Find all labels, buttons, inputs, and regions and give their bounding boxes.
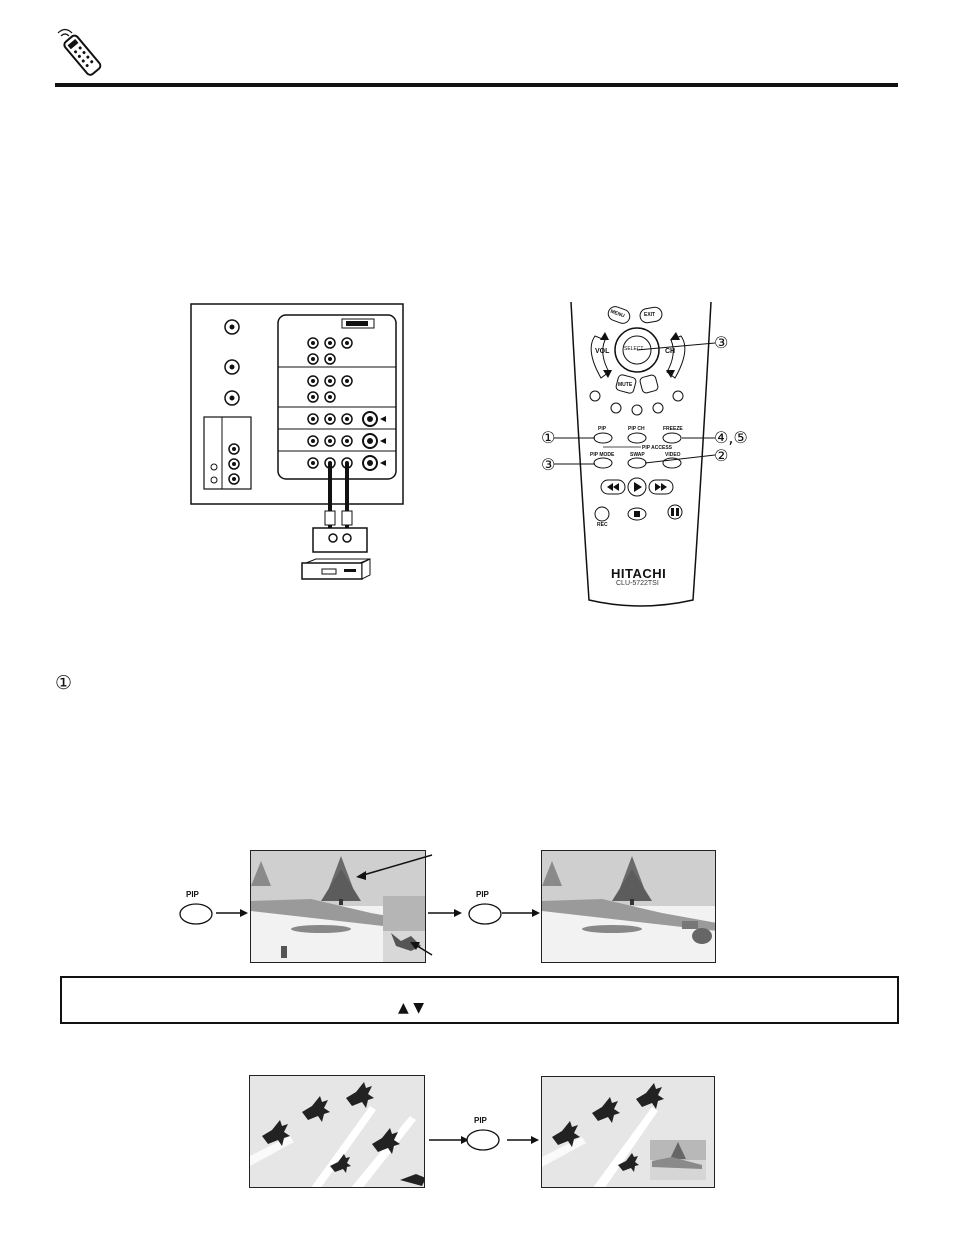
pip-diagram-arrows [216,854,540,956]
tv-screen-jets-no-pip [249,1075,425,1188]
mute-label: MUTE [618,382,633,388]
pip-label: PIP [598,426,607,432]
hitachi-logo: HITACHI [611,566,667,581]
pip-button-1: PIP [178,890,214,930]
pip-button-1-label: PIP [186,890,199,899]
pip-ch-label: PIP CH [628,426,645,432]
pip-diagram-arrows-2 [429,1136,539,1144]
callout-3-select: ③ [714,333,729,352]
pip-button-3-label: PIP [474,1116,487,1125]
callout-3-pip-mode: ③ [541,455,556,474]
callout-2-swap: ② [714,446,729,465]
pip-button-2: PIP [467,890,503,930]
note-box: ▲ ▼ [60,976,899,1024]
tv-screen-snow-with-pip [250,850,426,963]
rec-label: REC [597,522,608,528]
ch-label: CH [665,348,676,355]
pip-button-3: PIP [465,1116,501,1156]
up-down-arrow-icons: ▲ ▼ [398,1000,424,1016]
tv-screen-snow-no-pip [541,850,716,963]
callout-1-pip: ① [541,428,556,447]
model-number: CLU-5722TSI [616,580,659,587]
callout-4-5-freeze: ④,⑤ [714,428,748,447]
pip-mode-label: PIP MODE [590,452,615,458]
pip-access-label: PIP ACCESS [641,445,674,451]
freeze-label: FREEZE [663,426,683,432]
exit-label: EXIT [644,312,656,318]
remote-control-icon [55,28,107,78]
tv-rear-panel-diagram [190,303,405,583]
step-1-marker: ① [55,672,73,694]
select-label: SELECT [624,346,644,352]
vol-label: VOL [595,348,610,355]
remote-callout-lines [554,342,716,465]
tv-screen-jets-with-pip [541,1076,715,1188]
swap-label: SWAP [630,452,645,458]
pip-button-2-label: PIP [476,890,489,899]
header-rule [55,83,898,87]
vcr-icon [300,557,372,581]
video-label: VIDEO [665,452,681,458]
